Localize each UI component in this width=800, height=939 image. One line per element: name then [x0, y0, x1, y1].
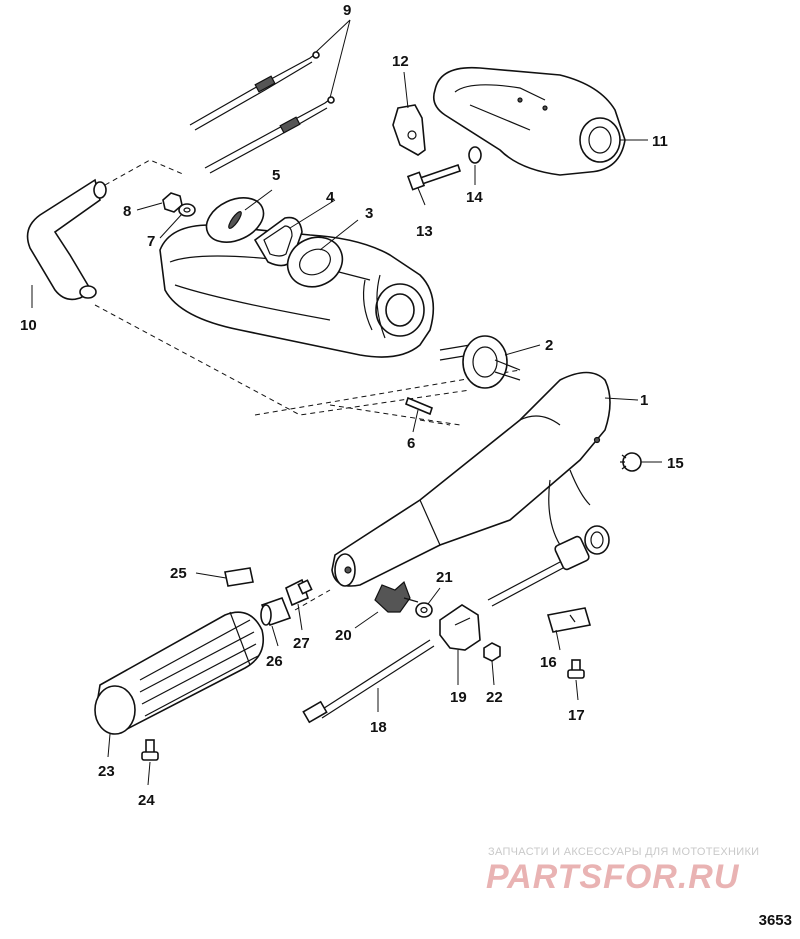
leader-lines [31, 19, 662, 786]
callout-27: 27 [293, 635, 310, 652]
cable-rods [189, 51, 335, 174]
watermark-caption: ЗАПЧАСТИ И АКСЕССУАРЫ ДЛЯ МОТОТЕХНИКИ [488, 846, 760, 858]
screw-17 [567, 659, 585, 679]
washer-21 [415, 602, 433, 618]
figure-number: 3653 [758, 912, 792, 929]
cover-tube [26, 178, 107, 301]
washer-14 [468, 146, 482, 164]
callout-14: 14 [466, 189, 483, 206]
callout-19: 19 [450, 689, 467, 706]
sleeve-26 [260, 596, 292, 627]
fitting-27 [285, 578, 313, 607]
callout-10: 10 [20, 317, 37, 334]
callout-25: 25 [170, 565, 187, 582]
decal-25 [224, 567, 254, 587]
callout-7: 7 [147, 233, 155, 250]
callout-18: 18 [370, 719, 387, 736]
callout-20: 20 [335, 627, 352, 644]
nut-22 [483, 642, 501, 662]
callout-23: 23 [98, 763, 115, 780]
callout-26: 26 [266, 653, 283, 670]
nut-washer [162, 192, 196, 217]
throttle-grip [94, 611, 264, 735]
assembly-lines [94, 159, 521, 611]
callout-16: 16 [540, 654, 557, 671]
watermark-logo: PARTSFOR.RU [486, 858, 740, 896]
callout-6: 6 [407, 435, 415, 452]
callout-24: 24 [138, 792, 155, 809]
callout-labels: 1 2 3 4 5 6 7 8 9 10 11 12 13 14 15 16 1… [20, 2, 684, 809]
bolt-13 [406, 163, 462, 191]
friction-plate-gaskets [205, 197, 344, 288]
friction-knob [374, 580, 419, 613]
callout-8: 8 [123, 203, 131, 220]
callout-12: 12 [392, 53, 409, 70]
callout-2: 2 [545, 337, 553, 354]
bushing [439, 335, 521, 389]
clip-bracket [392, 104, 426, 156]
callout-11: 11 [652, 133, 668, 150]
callout-4: 4 [326, 189, 335, 206]
plug-15 [620, 452, 642, 472]
friction-bracket [439, 604, 481, 651]
tiller-handle [331, 371, 611, 587]
tiller-bracket-housing [159, 224, 435, 358]
callout-5: 5 [272, 167, 280, 184]
callout-13: 13 [416, 223, 433, 240]
callout-9: 9 [343, 2, 351, 19]
upper-bracket [432, 66, 626, 176]
callout-15: 15 [667, 455, 684, 472]
callout-22: 22 [486, 689, 503, 706]
screw-24 [141, 739, 159, 761]
callout-1: 1 [640, 392, 648, 409]
throttle-rod [302, 639, 435, 724]
plate-16 [546, 607, 592, 633]
pin-6 [405, 396, 433, 416]
callout-3: 3 [365, 205, 373, 222]
throttle-shaft [487, 525, 610, 607]
callout-21: 21 [436, 569, 453, 586]
callout-17: 17 [568, 707, 585, 724]
